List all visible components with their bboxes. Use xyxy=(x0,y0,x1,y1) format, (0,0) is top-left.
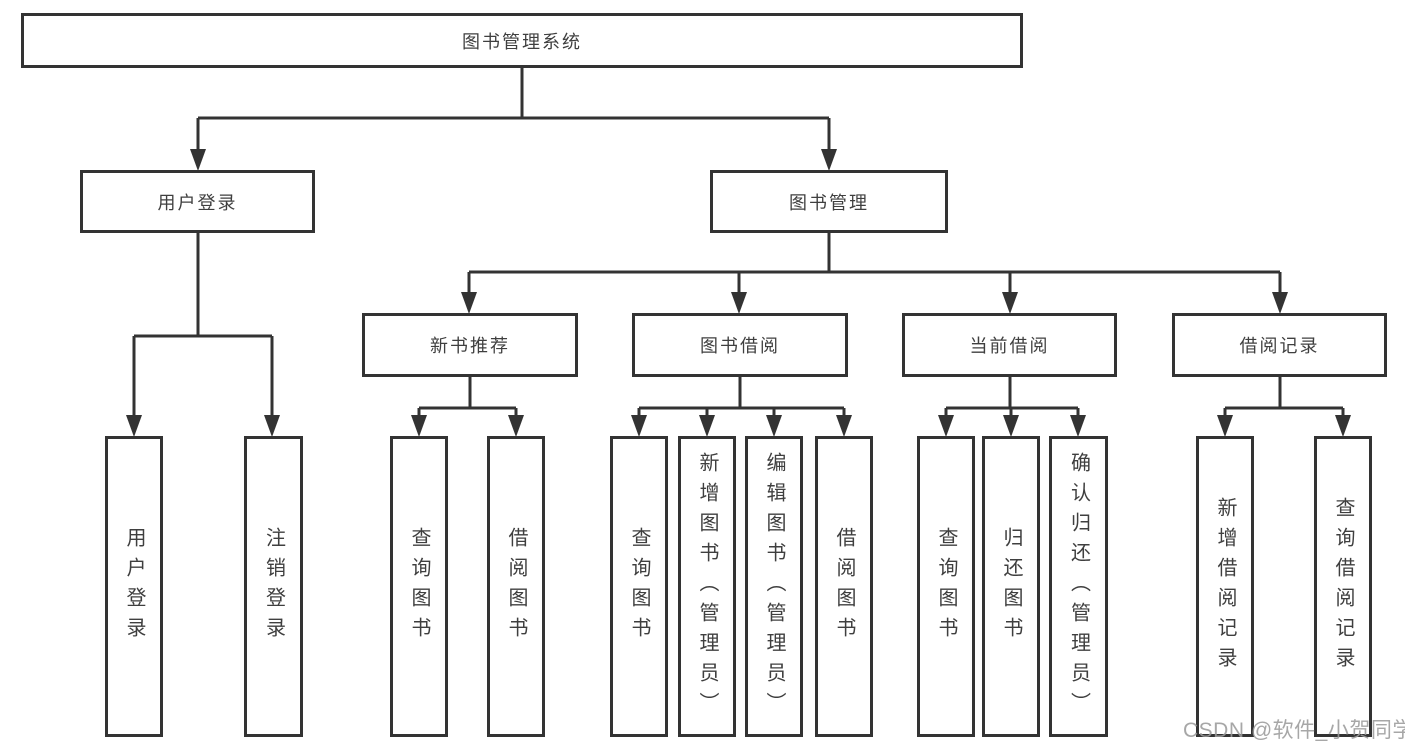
leaf-edit-book-admin: 编辑图书（管理员） xyxy=(745,436,803,737)
node-root-label: 图书管理系统 xyxy=(462,31,582,52)
leaf-edit-book-admin-label: 编辑图书（管理员） xyxy=(763,451,785,722)
leaf-confirm-return-admin: 确认归还（管理员） xyxy=(1049,436,1108,737)
node-book-borrow-label: 图书借阅 xyxy=(700,336,780,356)
node-book-borrow: 图书借阅 xyxy=(632,313,848,377)
leaf-logout: 注销登录 xyxy=(244,436,303,737)
node-user-login: 用户登录 xyxy=(80,170,315,233)
node-user-login-label: 用户登录 xyxy=(157,192,238,213)
leaf-query-books-current-label: 查询图书 xyxy=(935,526,957,647)
leaf-borrow-books-recommend: 借阅图书 xyxy=(487,436,545,737)
leaf-query-books-recommend-label: 查询图书 xyxy=(408,526,430,647)
watermark: CSDN @软件_小贺同学 xyxy=(1183,719,1405,742)
node-current-borrow: 当前借阅 xyxy=(902,313,1117,377)
node-borrow-records-label: 借阅记录 xyxy=(1239,336,1320,356)
leaf-user-login: 用户登录 xyxy=(105,436,163,737)
leaf-query-books-borrow-label: 查询图书 xyxy=(628,526,650,647)
leaf-query-borrow-record: 查询借阅记录 xyxy=(1314,436,1372,737)
connector-stems xyxy=(132,68,1345,420)
node-new-book-recommend: 新书推荐 xyxy=(362,313,578,377)
leaf-add-borrow-record-label: 新增借阅记录 xyxy=(1214,496,1236,677)
leaf-add-book-admin: 新增图书（管理员） xyxy=(678,436,736,737)
node-borrow-records: 借阅记录 xyxy=(1172,313,1387,377)
leaf-borrow-books: 借阅图书 xyxy=(815,436,873,737)
node-root: 图书管理系统 xyxy=(21,13,1023,68)
leaf-query-books-recommend: 查询图书 xyxy=(390,436,448,737)
leaf-add-book-admin-label: 新增图书（管理员） xyxy=(696,451,718,722)
leaf-logout-label: 注销登录 xyxy=(262,526,285,647)
node-book-management: 图书管理 xyxy=(710,170,948,233)
leaf-borrow-books-label: 借阅图书 xyxy=(833,526,855,647)
leaf-return-books: 归还图书 xyxy=(982,436,1040,737)
node-current-borrow-label: 当前借阅 xyxy=(969,336,1050,356)
leaf-confirm-return-admin-label: 确认归还（管理员） xyxy=(1067,451,1090,722)
leaf-add-borrow-record: 新增借阅记录 xyxy=(1196,436,1254,737)
node-new-book-recommend-label: 新书推荐 xyxy=(430,336,510,356)
leaf-borrow-books-recommend-label: 借阅图书 xyxy=(505,526,527,647)
leaf-query-books-current: 查询图书 xyxy=(917,436,975,737)
node-book-management-label: 图书管理 xyxy=(789,192,869,213)
leaf-query-borrow-record-label: 查询借阅记录 xyxy=(1332,496,1354,677)
arrowheads xyxy=(126,149,1351,437)
leaf-query-books-borrow: 查询图书 xyxy=(610,436,668,737)
leaf-return-books-label: 归还图书 xyxy=(1000,526,1022,647)
leaf-user-login-label: 用户登录 xyxy=(123,526,145,647)
